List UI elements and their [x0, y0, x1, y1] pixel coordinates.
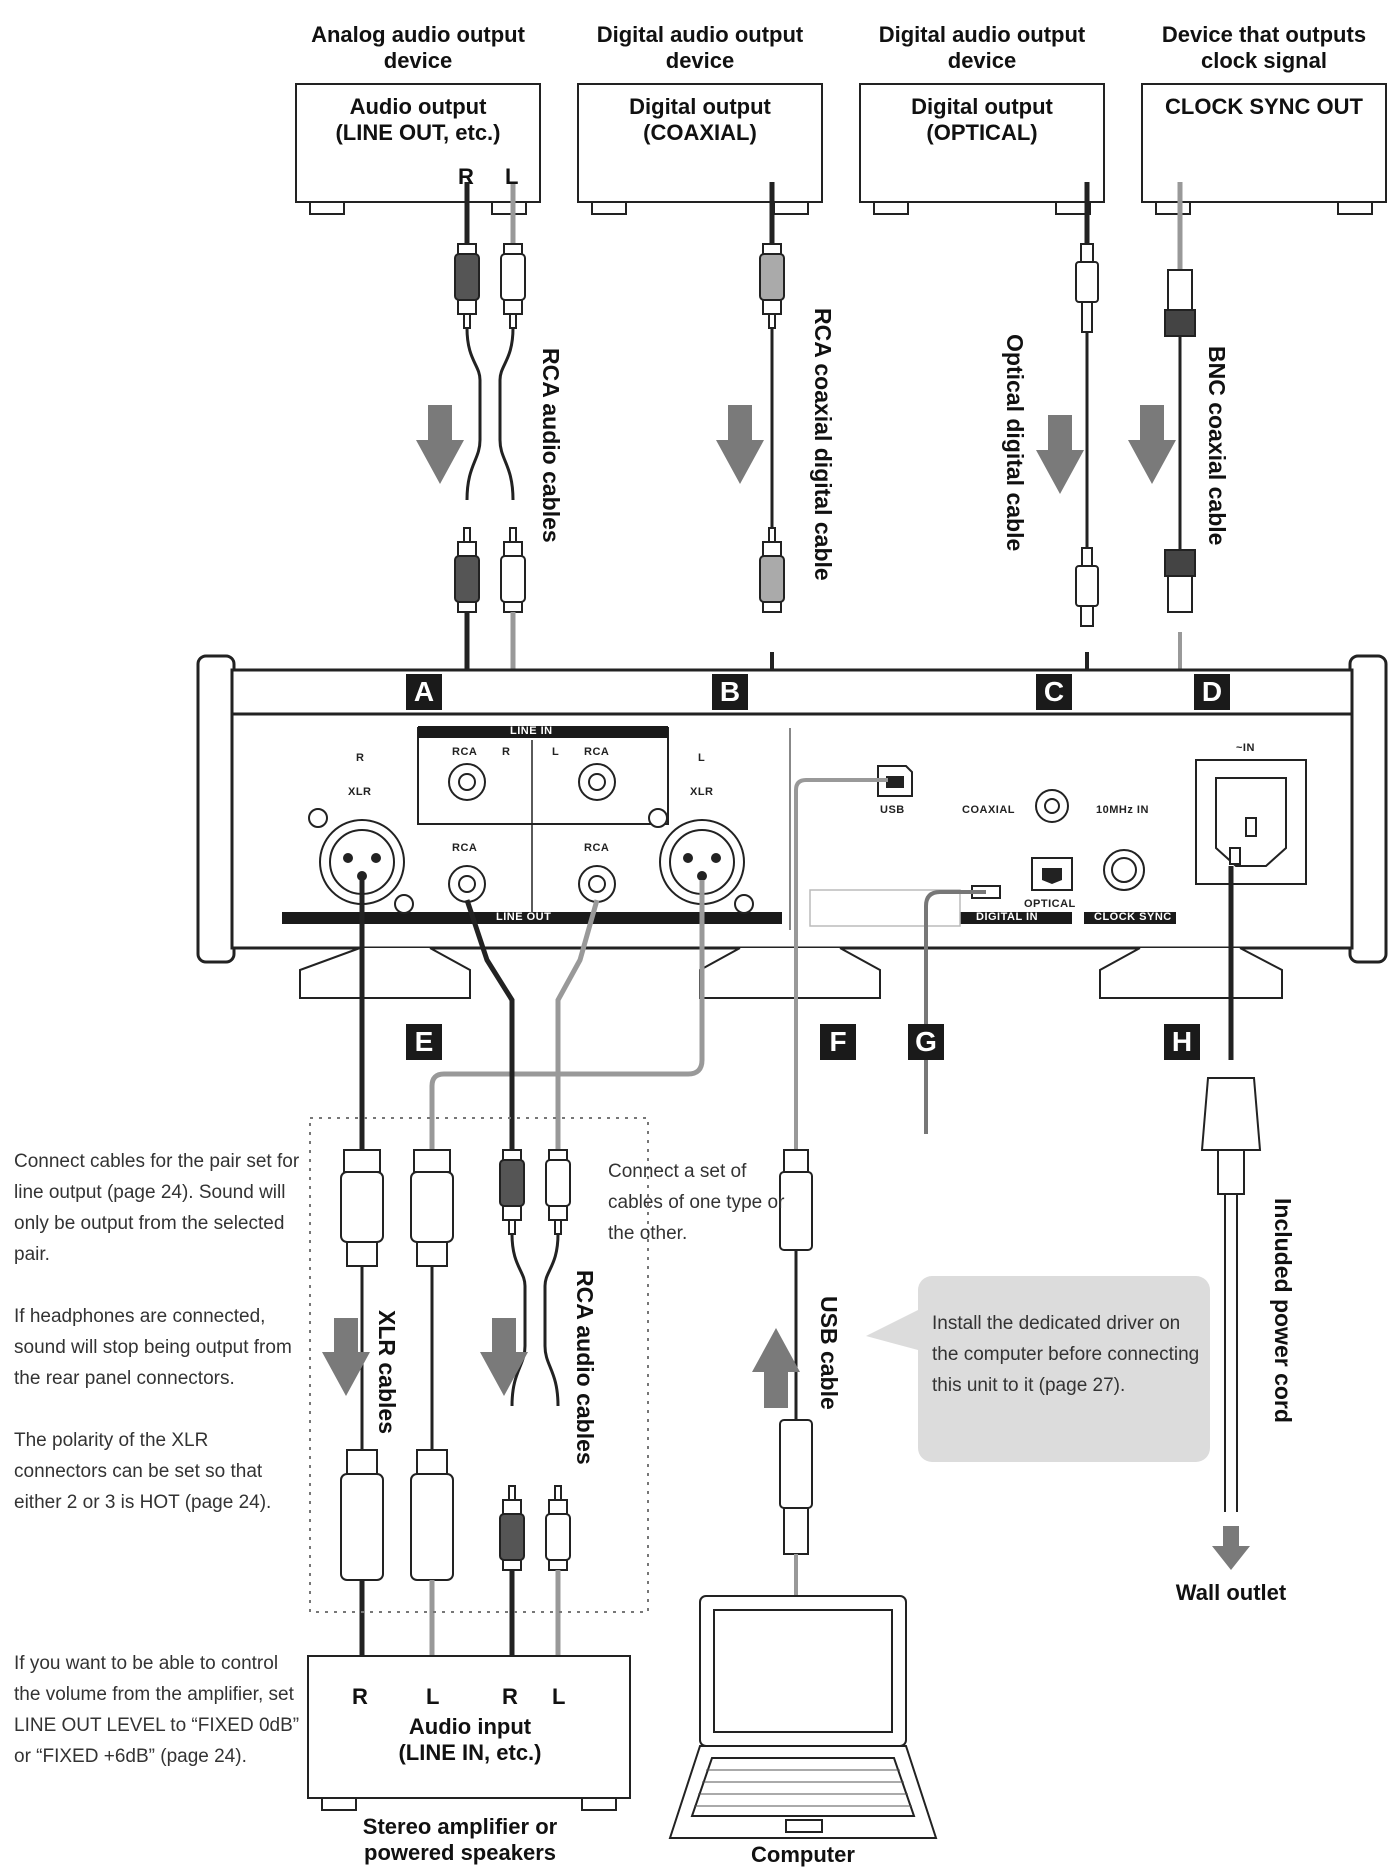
panel-usb: USB — [880, 804, 905, 816]
note-pair-set: Connect cables for the pair set for line… — [14, 1151, 300, 1265]
source-device-coaxial: Digital audio output device — [596, 22, 804, 73]
panel-rca-out-l: RCA — [584, 842, 610, 854]
panel-xlr-l: XLR — [690, 786, 714, 798]
marker-e: E — [406, 1024, 442, 1060]
cable-label-power: Included power cord — [1270, 1198, 1296, 1423]
marker-d: D — [1194, 674, 1230, 710]
marker-g: G — [908, 1024, 944, 1060]
computer-label: Computer — [751, 1842, 855, 1867]
marker-a: A — [406, 674, 442, 710]
cable-set-dotted-box — [309, 1117, 649, 1613]
cable-label-bnc: BNC coaxial cable — [1204, 346, 1230, 546]
panel-line-out: LINE OUT — [496, 911, 552, 923]
panel-ac-in: ~IN — [1236, 742, 1255, 754]
panel-10mhz: 10MHz IN — [1096, 804, 1149, 816]
source-output-clock: CLOCK SYNC OUT — [1165, 94, 1363, 119]
rear-panel — [196, 654, 1388, 999]
source-device-optical: Digital audio output device — [878, 22, 1086, 73]
arrows-upper — [416, 405, 1176, 494]
driver-callout — [918, 1276, 1210, 1462]
cable-label-usb: USB cable — [816, 1296, 842, 1410]
panel-rca-out-r: RCA — [452, 842, 478, 854]
panel-rca-in-l: RCA — [584, 746, 610, 758]
panel-l-mark-xlr: L — [698, 752, 706, 764]
source-l-label: L — [505, 164, 519, 189]
marker-c: C — [1036, 674, 1072, 710]
digital-in-cable — [924, 890, 986, 1134]
amplifier-box — [307, 1655, 631, 1811]
callout-pointer — [866, 1310, 918, 1350]
cable-label-rca-coaxial: RCA coaxial digital cable — [810, 308, 836, 581]
panel-optical: OPTICAL — [1024, 898, 1076, 910]
arrows-lower — [322, 1318, 800, 1408]
wall-outlet-label: Wall outlet — [1175, 1580, 1287, 1605]
amp-r-label-rca: R — [502, 1684, 518, 1709]
panel-coaxial: COAXIAL — [962, 804, 1015, 816]
amp-input-label: Audio input (LINE IN, etc.) — [398, 1714, 542, 1765]
source-box-coaxial — [577, 83, 823, 215]
source-box-analog — [295, 83, 541, 215]
xlr-cables — [340, 880, 705, 1656]
amp-r-label-xlr: R — [352, 1684, 368, 1709]
source-device-analog: Analog audio output device — [311, 22, 525, 73]
notes-left: Connect cables for the pair set for line… — [14, 1146, 304, 1518]
cable-label-xlr: XLR cables — [374, 1310, 400, 1434]
power-cord — [1200, 866, 1262, 1570]
panel-r-mark-in: R — [502, 746, 511, 758]
marker-b: B — [712, 674, 748, 710]
panel-l-mark-in: L — [552, 746, 560, 758]
note-headphones: If headphones are connected, sound will … — [14, 1306, 292, 1389]
panel-digital-in: DIGITAL IN — [976, 911, 1039, 923]
panel-clock-sync: CLOCK SYNC — [1094, 911, 1172, 923]
cable-label-optical: Optical digital cable — [1002, 334, 1028, 552]
source-r-label: R — [458, 164, 474, 189]
driver-callout-text: Install the dedicated driver on the comp… — [932, 1313, 1200, 1396]
marker-h: H — [1164, 1024, 1200, 1060]
usb-cable — [779, 778, 888, 1596]
source-output-coaxial: Digital output (COAXIAL) — [629, 94, 771, 145]
amp-l-label-xlr: L — [426, 1684, 440, 1709]
panel-rca-in-r: RCA — [452, 746, 478, 758]
source-device-clock: Device that outputs clock signal — [1161, 22, 1367, 73]
source-box-clock — [1141, 83, 1387, 215]
amp-l-label-rca: L — [552, 1684, 566, 1709]
source-output-analog: Audio output (LINE OUT, etc.) — [335, 94, 501, 145]
source-box-optical — [859, 83, 1105, 215]
rca-audio-cables-lower — [464, 899, 600, 1656]
cable-label-rca-lower: RCA audio cables — [572, 1270, 598, 1465]
note-polarity: The polarity of the XLR connectors can b… — [14, 1430, 272, 1513]
xlr-connector-right — [308, 808, 414, 914]
amp-name-label: Stereo amplifier or powered speakers — [362, 1814, 558, 1865]
panel-r-mark-xlr: R — [356, 752, 365, 764]
source-output-optical: Digital output (OPTICAL) — [911, 94, 1053, 145]
computer-laptop — [668, 1595, 938, 1839]
note-volume: If you want to be able to control the vo… — [14, 1653, 300, 1767]
panel-xlr-r: XLR — [348, 786, 372, 798]
note-cable-set: Connect a set of cables of one type or t… — [608, 1161, 785, 1244]
marker-f: F — [820, 1024, 856, 1060]
cable-label-rca-audio: RCA audio cables — [538, 348, 564, 543]
panel-line-in: LINE IN — [510, 725, 553, 737]
